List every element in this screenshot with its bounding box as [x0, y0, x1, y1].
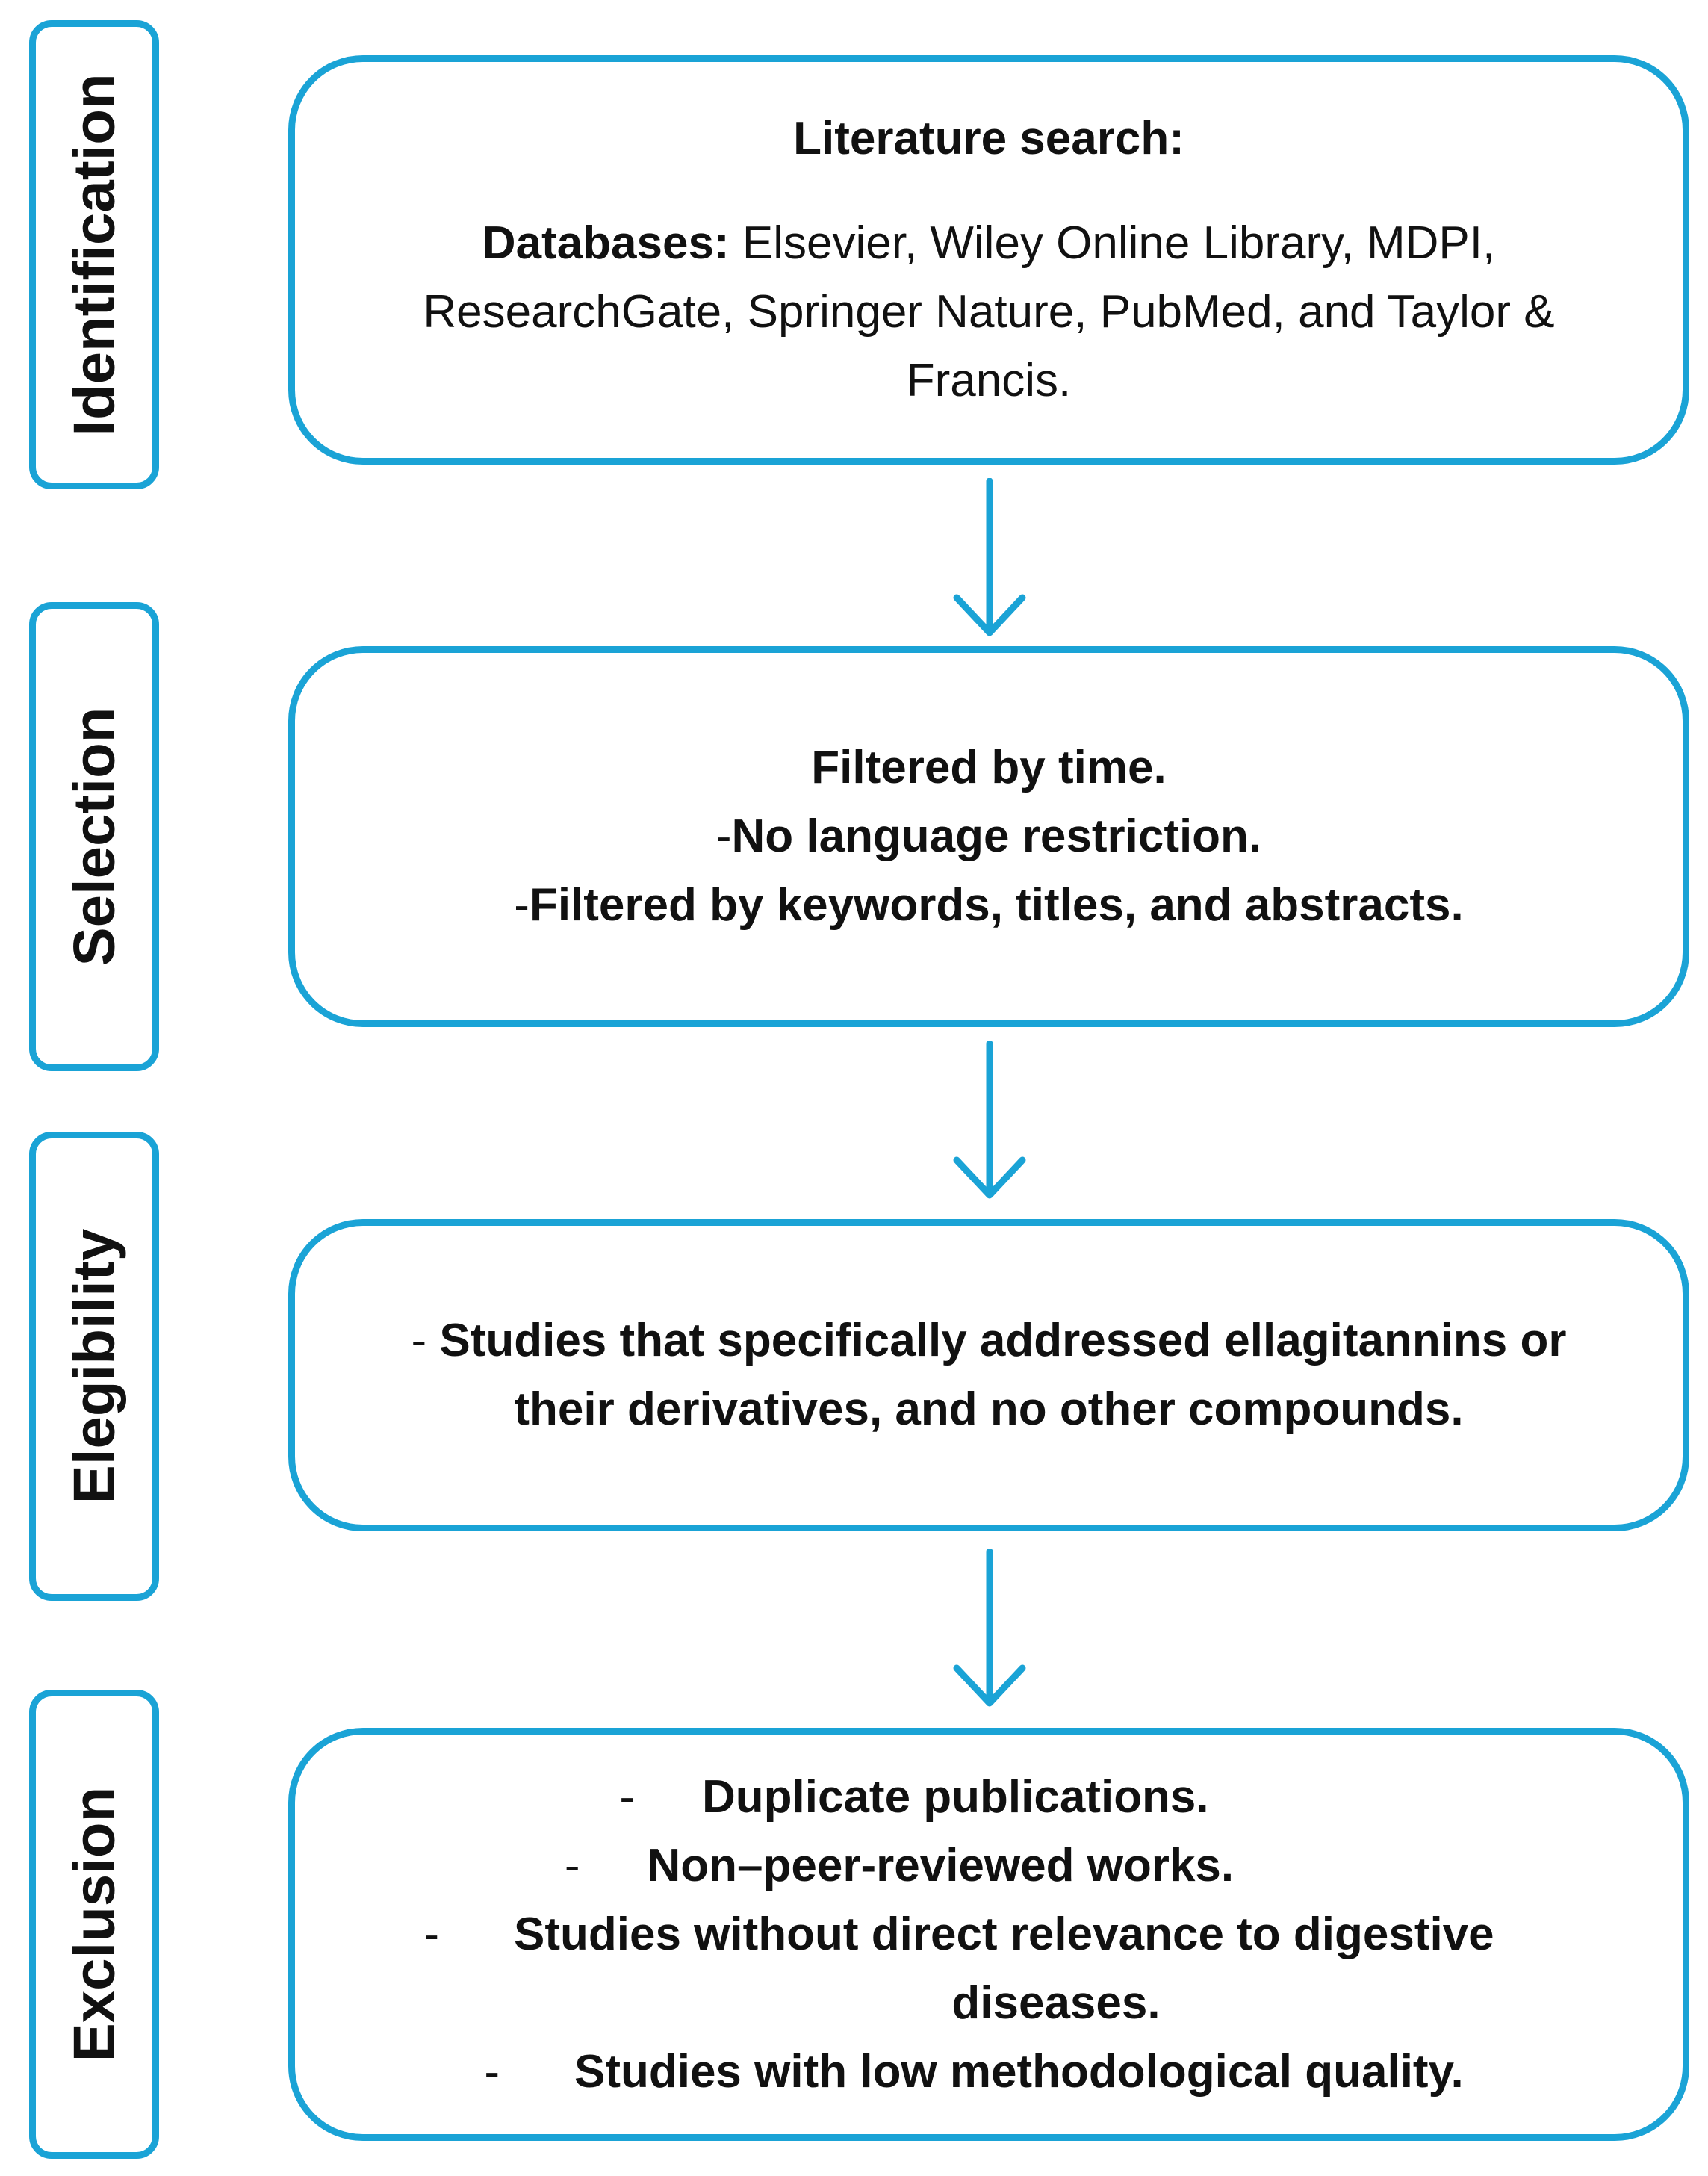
stage-selection-text: Selection	[60, 707, 127, 967]
selection-line-1: Filtered by time.	[811, 742, 1167, 793]
arrow-down-icon	[953, 1041, 1026, 1199]
arrow-down-icon	[953, 1549, 1026, 1707]
databases-line-2: ResearchGate, Springer Nature, PubMed, a…	[423, 286, 1555, 338]
databases-line-1: Databases: Elsevier, Wiley Online Librar…	[482, 209, 1495, 278]
eligibility-line-1: - Studies that specifically addressed el…	[411, 1315, 1567, 1366]
stage-exclusion-text: Exclusion	[60, 1786, 127, 2062]
exclusion-item: -Studies without direct relevance to dig…	[423, 1908, 1494, 1960]
databases-line-3: Francis.	[906, 355, 1072, 406]
stage-label-exclusion: Exclusion	[29, 1690, 159, 2159]
stage-label-selection: Selection	[29, 602, 159, 1071]
exclusion-item: -Studies with low methodological quality…	[484, 2045, 1464, 2098]
exclusion-item-continued: diseases.	[951, 1977, 1161, 2029]
exclusion-item: -Non–peer-reviewed works.	[564, 1839, 1235, 1891]
exclusion-box: -Duplicate publications. -Non–peer-revie…	[288, 1728, 1689, 2141]
stage-eligibility-text: Elegibility	[60, 1228, 127, 1504]
identification-heading: Literature search:	[793, 113, 1184, 164]
stage-label-eligibility: Elegibility	[29, 1132, 159, 1601]
eligibility-line-2: their derivatives, and no other compound…	[514, 1383, 1464, 1435]
identification-box: Literature search: Databases: Elsevier, …	[288, 55, 1689, 465]
stage-identification-text: Identification	[60, 73, 127, 436]
databases-text-1: Elsevier, Wiley Online Library, MDPI,	[729, 217, 1496, 269]
stage-label-identification: Identification	[29, 20, 159, 489]
databases-label: Databases:	[482, 217, 730, 269]
selection-box: Filtered by time. -No language restricti…	[288, 646, 1689, 1027]
selection-line-3: -Filtered by keywords, titles, and abstr…	[514, 879, 1464, 931]
eligibility-box: - Studies that specifically addressed el…	[288, 1219, 1689, 1531]
exclusion-item: -Duplicate publications.	[619, 1770, 1209, 1823]
arrow-down-icon	[953, 478, 1026, 636]
selection-line-2: -No language restriction.	[715, 810, 1262, 862]
